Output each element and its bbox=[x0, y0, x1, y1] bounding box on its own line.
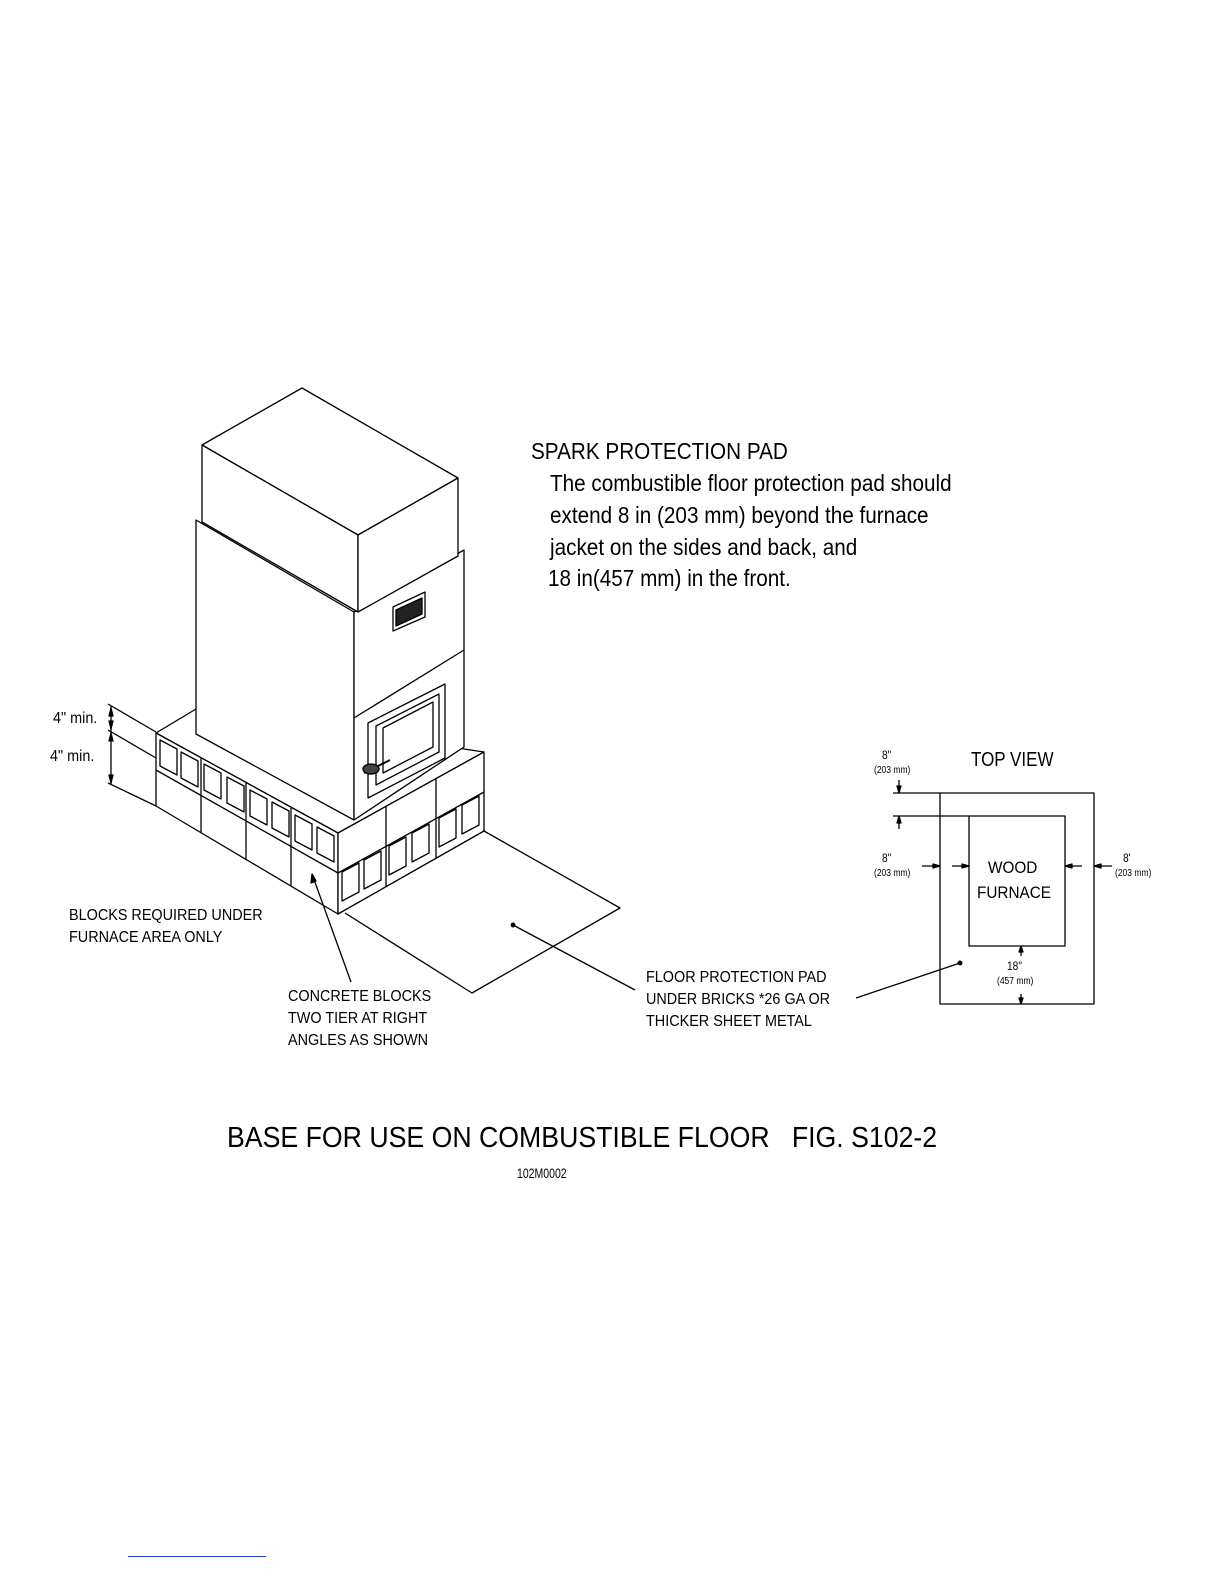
back-clearance-mm: (203 mm) bbox=[874, 765, 911, 776]
furnace-body bbox=[195, 387, 465, 821]
top-view-diagram bbox=[893, 780, 1112, 1005]
back-clearance-inches: 8" bbox=[882, 748, 892, 762]
floor-pad-line-3: THICKER SHEET METAL bbox=[646, 1013, 812, 1030]
upper-tier-dimension: 4" min. bbox=[53, 710, 98, 727]
lower-tier-dimension: 4" min. bbox=[50, 748, 95, 765]
wood-furnace-label-2: FURNACE bbox=[977, 883, 1051, 902]
front-clearance-mm: (457 mm) bbox=[997, 976, 1034, 987]
left-clearance-mm: (203 mm) bbox=[874, 868, 911, 879]
wood-furnace-label-1: WOOD bbox=[988, 858, 1038, 877]
spark-pad-line-1: The combustible floor protection pad sho… bbox=[550, 470, 952, 496]
concrete-blocks-line-1: CONCRETE BLOCKS bbox=[288, 988, 432, 1005]
right-clearance-mm: (203 mm) bbox=[1115, 868, 1152, 879]
floor-pad-line-2: UNDER BRICKS *26 GA OR bbox=[646, 991, 831, 1008]
figure-caption: BASE FOR USE ON COMBUSTIBLE FLOOR FIG. S… bbox=[227, 1122, 938, 1154]
spark-pad-line-4: 18 in(457 mm) in the front. bbox=[548, 565, 791, 591]
floor-pad-line-1: FLOOR PROTECTION PAD bbox=[646, 969, 827, 986]
leader-lines bbox=[310, 873, 963, 999]
blocks-required-line-2: FURNACE AREA ONLY bbox=[69, 929, 223, 946]
spark-pad-line-3: jacket on the sides and back, and bbox=[550, 534, 858, 560]
concrete-blocks-line-3: ANGLES AS SHOWN bbox=[288, 1032, 429, 1049]
spark-pad-title: SPARK PROTECTION PAD bbox=[531, 438, 788, 464]
spark-pad-line-2: extend 8 in (203 mm) beyond the furnace bbox=[550, 502, 929, 528]
concrete-blocks-line-2: TWO TIER AT RIGHT bbox=[288, 1010, 428, 1027]
blocks-required-line-1: BLOCKS REQUIRED UNDER bbox=[69, 907, 263, 924]
drawing-number: 102M0002 bbox=[517, 1165, 567, 1181]
top-view-title: TOP VIEW bbox=[971, 749, 1054, 771]
left-clearance-inches: 8" bbox=[882, 851, 892, 865]
right-clearance-inches: 8' bbox=[1123, 851, 1131, 865]
height-dimension bbox=[107, 703, 157, 807]
footer-link-underline bbox=[128, 1556, 266, 1557]
front-clearance-inches: 18" bbox=[1007, 959, 1022, 973]
